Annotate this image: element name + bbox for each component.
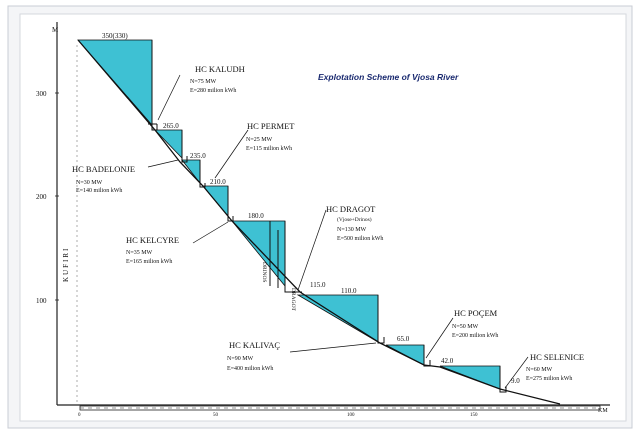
leader-dragot — [297, 209, 327, 291]
level-210: 210.0 — [210, 178, 226, 186]
plant-kaludh: HC KALUDH N=75 MW E=280 milion kWh — [190, 64, 245, 94]
tributary-drinos: DRINOS — [261, 262, 267, 282]
plant-kelcyre: HC KELCYRE N=35 MW E=165 milion kWh — [126, 235, 179, 265]
y-tick-300: 300 — [36, 90, 47, 98]
level-65: 65.0 — [397, 335, 410, 343]
border-label: KUFIRI — [62, 247, 70, 282]
plant-energy: E=275 milion kWh — [526, 376, 572, 382]
plant-power: N=50 MW — [452, 324, 479, 330]
leader-kelcyre — [192, 221, 229, 244]
x-tick-150: 150 — [470, 413, 478, 418]
plant-power: N=90 MW — [227, 356, 254, 362]
plant-name: HC KALIVAÇ — [229, 340, 280, 350]
plant-power: N=130 MW — [337, 227, 367, 233]
plant-energy: E=165 milion kWh — [126, 259, 172, 265]
plant-name: HC SELENICE — [530, 352, 584, 362]
dam-kaludh — [148, 40, 158, 131]
leader-lines — [147, 74, 529, 389]
leader-selenice — [504, 356, 529, 389]
plant-name: HC DRAGOT — [326, 204, 376, 214]
plant-permet: HC PERMET N=25 MW E=115 milion kWh — [246, 121, 295, 152]
leader-pocem — [425, 317, 454, 359]
leader-permet — [214, 129, 249, 179]
plant-energy: E=140 milion kWh — [76, 188, 122, 194]
dam-dragot — [269, 221, 302, 293]
y-tick-100: 100 — [36, 297, 47, 305]
document-page — [19, 13, 627, 422]
dam-selenice — [499, 366, 507, 393]
plant-name: HC KELCYRE — [126, 235, 179, 245]
dam-pocem — [423, 345, 431, 367]
tributary-dragot: DRAGOT — [290, 288, 296, 312]
plant-energy: E=115 milion kWh — [246, 146, 292, 152]
plant-power: N=30 MW — [76, 180, 103, 186]
level-42: 42.0 — [441, 357, 454, 365]
y-tick-200: 200 — [36, 193, 47, 201]
plant-power: N=60 MW — [526, 367, 553, 373]
plant-energy: E=200 milion kWh — [452, 333, 498, 339]
dam-kelcyre — [227, 186, 234, 222]
x-tick-0: 0 — [78, 413, 81, 418]
level-350: 350(330) — [102, 32, 128, 40]
plant-energy: E=400 milion kWh — [227, 366, 273, 372]
x-axis-unit: KM — [598, 408, 608, 414]
plant-power: N=75 MW — [190, 79, 217, 85]
dam-permet — [199, 160, 206, 188]
leader-badelonje — [147, 159, 179, 168]
scheme-title: Explotation Scheme of Vjosa River — [318, 72, 459, 82]
plant-selenice: HC SELENICE N=60 MW E=275 milion kWh — [526, 352, 584, 382]
level-235: 235.0 — [190, 152, 206, 160]
level-180: 180.0 — [248, 212, 264, 220]
y-axis-unit: M — [52, 26, 59, 34]
level-265: 265.0 — [163, 122, 179, 130]
level-110: 110.0 — [341, 287, 357, 295]
dam-structures — [148, 40, 507, 393]
plant-pocem: HC POÇEM N=50 MW E=200 milion kWh — [452, 308, 498, 339]
plant-kalivac: HC KALIVAÇ N=90 MW E=400 milion kWh — [227, 340, 280, 372]
plant-name: HC POÇEM — [454, 308, 498, 318]
plant-name: HC KALUDH — [195, 64, 245, 74]
plant-badelonje: HC BADELONJE N=30 MW E=140 milion kWh — [72, 164, 135, 194]
plant-power: N=25 MW — [246, 137, 273, 143]
x-tick-50: 50 — [213, 413, 219, 418]
leader-kalivac — [289, 342, 377, 353]
level-115: 115.0 — [310, 281, 326, 289]
dam-kalivac — [377, 295, 385, 344]
leader-kaludh — [157, 74, 181, 121]
dam-badelonje — [181, 130, 188, 163]
x-tick-100: 100 — [347, 413, 355, 418]
plant-energy: E=280 milion kWh — [190, 88, 236, 94]
plant-energy: E=500 milion kWh — [337, 236, 383, 242]
plant-dragot: HC DRAGOT (Vjose+Drinos) N=130 MW E=500 … — [326, 204, 383, 242]
plant-power: N=35 MW — [126, 250, 153, 256]
level-9: 9.0 — [511, 377, 520, 385]
plant-name: HC PERMET — [247, 121, 295, 131]
plant-subtitle: (Vjose+Drinos) — [337, 216, 372, 223]
plant-name: HC BADELONJE — [72, 164, 135, 174]
